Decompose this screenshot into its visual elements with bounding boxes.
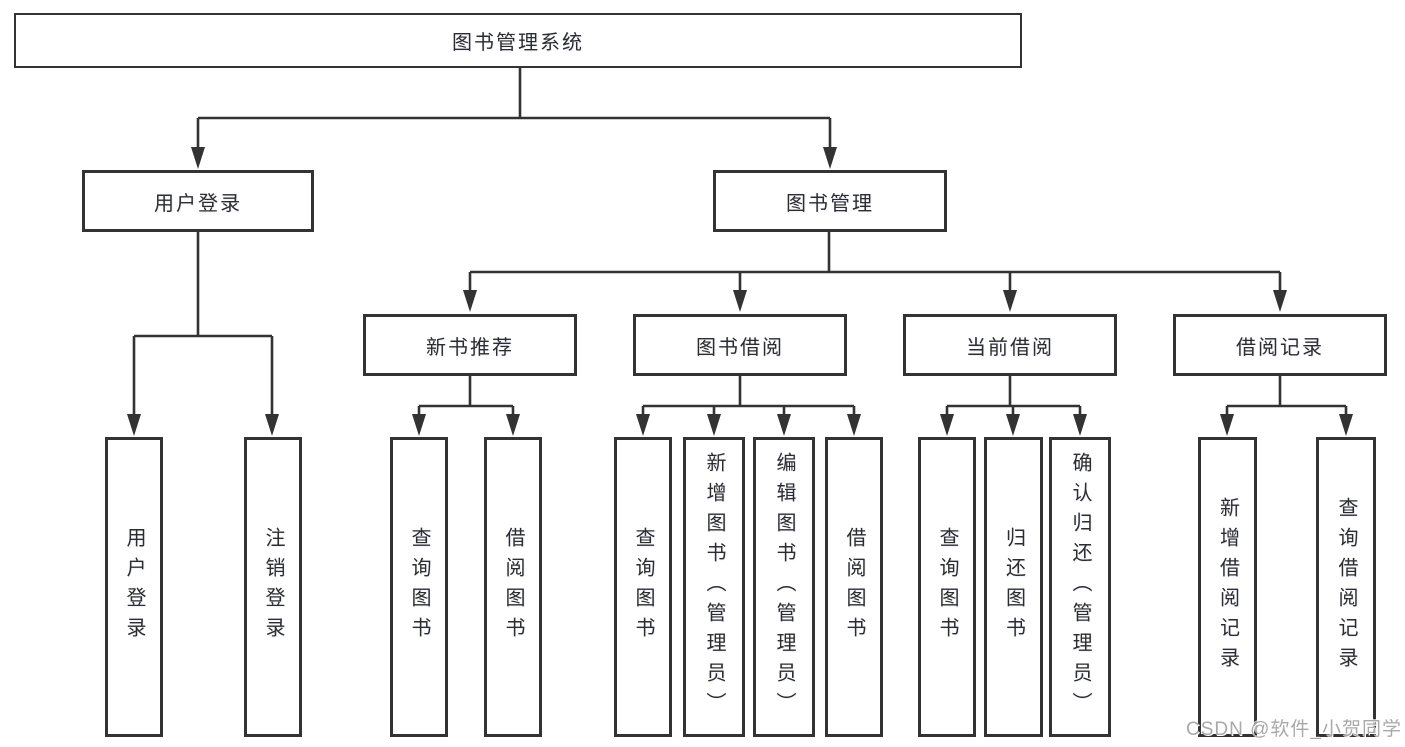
node-label: 编辑图书（管理员） bbox=[773, 452, 795, 722]
node-label: 确认归还（管理员） bbox=[1069, 452, 1091, 722]
arrowhead bbox=[1220, 414, 1234, 436]
node-label: 新增借阅记录 bbox=[1216, 497, 1239, 677]
connector-paths bbox=[132, 68, 1348, 418]
node-borrow-books-recommend: 借阅图书 bbox=[484, 437, 542, 737]
node-system-root: 图书管理系统 bbox=[14, 13, 1022, 68]
arrowhead bbox=[777, 414, 791, 436]
node-user-login-branch: 用户登录 bbox=[82, 170, 314, 232]
node-add-borrow-record: 新增借阅记录 bbox=[1198, 437, 1257, 737]
arrowhead bbox=[191, 147, 205, 169]
connector-current-subtree bbox=[945, 376, 1082, 418]
node-borrow-records: 借阅记录 bbox=[1173, 314, 1387, 376]
arrowhead bbox=[733, 290, 747, 312]
node-label: 用户登录 bbox=[123, 527, 145, 647]
arrowhead bbox=[847, 414, 861, 436]
arrowhead bbox=[940, 414, 954, 436]
node-book-borrow: 图书借阅 bbox=[633, 314, 847, 376]
node-label: 借阅记录 bbox=[1236, 336, 1324, 359]
node-query-borrow-record: 查询借阅记录 bbox=[1316, 437, 1376, 737]
node-label: 新增图书（管理员） bbox=[703, 452, 725, 722]
arrowhead bbox=[1003, 290, 1017, 312]
node-current-borrow: 当前借阅 bbox=[903, 314, 1117, 376]
node-query-books-current: 查询图书 bbox=[918, 437, 976, 737]
node-new-book-recommend: 新书推荐 bbox=[363, 314, 577, 376]
connector-newbook-subtree bbox=[417, 376, 515, 418]
node-label: 借阅图书 bbox=[502, 527, 524, 647]
node-query-books-borrow: 查询图书 bbox=[614, 437, 672, 737]
arrowhead bbox=[463, 290, 477, 312]
arrowhead bbox=[636, 414, 650, 436]
node-edit-book-admin: 编辑图书（管理员） bbox=[753, 437, 815, 737]
arrowhead bbox=[823, 147, 837, 169]
node-label: 查询图书 bbox=[408, 527, 430, 647]
connector-root-to-level2 bbox=[196, 68, 832, 150]
arrowhead bbox=[265, 414, 279, 436]
node-label: 查询图书 bbox=[936, 527, 958, 647]
node-label: 用户登录 bbox=[154, 192, 242, 215]
arrowhead bbox=[707, 414, 721, 436]
node-label: 当前借阅 bbox=[966, 336, 1054, 359]
node-label: 新书推荐 bbox=[426, 336, 514, 359]
connector-user-subtree bbox=[132, 232, 274, 418]
arrowheads bbox=[127, 147, 1353, 436]
node-logout-leaf: 注销登录 bbox=[244, 437, 302, 737]
connector-borrow-subtree bbox=[641, 376, 856, 418]
node-label: 借阅图书 bbox=[843, 527, 865, 647]
connector-records-subtree bbox=[1225, 376, 1348, 418]
node-label: 注销登录 bbox=[262, 527, 284, 647]
node-label: 归还图书 bbox=[1002, 527, 1025, 647]
arrowhead bbox=[127, 414, 141, 436]
node-query-books-recommend: 查询图书 bbox=[390, 437, 448, 737]
connector-book-to-level3 bbox=[468, 232, 1282, 294]
node-label: 图书管理 bbox=[786, 192, 874, 215]
node-user-login-leaf: 用户登录 bbox=[105, 437, 163, 737]
node-label: 图书借阅 bbox=[696, 336, 784, 359]
node-return-book: 归还图书 bbox=[984, 437, 1043, 737]
csdn-watermark: CSDN @软件_小贺同学 bbox=[1186, 719, 1402, 740]
node-book-management-branch: 图书管理 bbox=[713, 170, 947, 232]
arrowhead bbox=[1273, 290, 1287, 312]
arrowhead bbox=[1339, 414, 1353, 436]
arrowhead bbox=[1073, 414, 1087, 436]
arrowhead bbox=[412, 414, 426, 436]
node-add-book-admin: 新增图书（管理员） bbox=[683, 437, 745, 737]
node-label: 查询借阅记录 bbox=[1335, 497, 1357, 677]
arrowhead bbox=[506, 414, 520, 436]
node-borrow-book-leaf: 借阅图书 bbox=[825, 437, 883, 737]
arrowhead bbox=[1006, 414, 1020, 436]
node-label: 查询图书 bbox=[632, 527, 654, 647]
node-label: 图书管理系统 bbox=[452, 32, 584, 54]
node-confirm-return-admin: 确认归还（管理员） bbox=[1049, 437, 1111, 737]
